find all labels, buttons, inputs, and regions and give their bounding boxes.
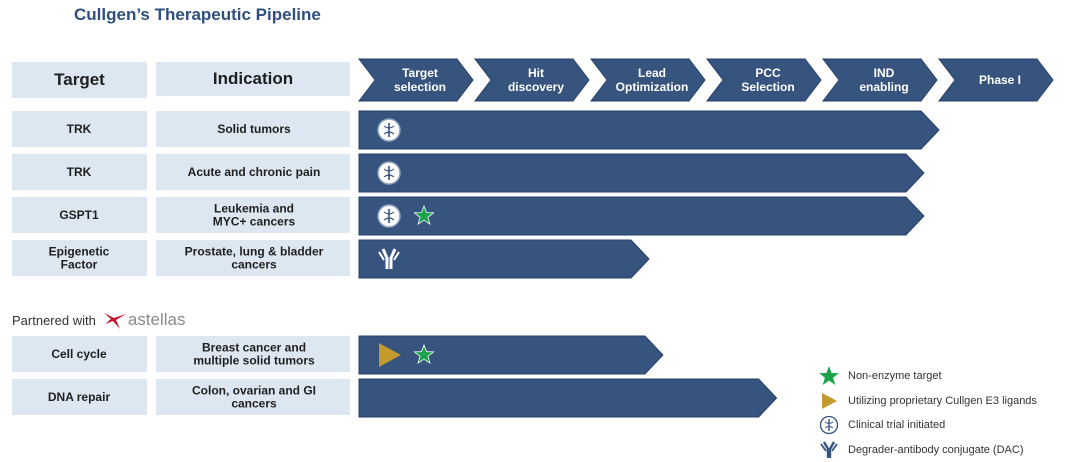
target-column-header: Target [12,62,147,98]
star-icon [819,366,839,385]
indication-column-header: Indication [156,62,350,96]
page-title: Cullgen’s Therapeutic Pipeline [74,5,321,24]
progress-bar [358,239,650,279]
target-label: DNA repair [48,390,111,404]
triangle-icon [379,343,401,367]
indication-cell [156,197,350,233]
astellas-star-icon [103,313,126,329]
clinical-trial-icon [819,415,839,435]
progress-bar [358,153,925,193]
antibody-icon [381,248,397,269]
progress-bar [358,335,664,375]
target-cell [12,240,147,276]
clinical-trial-icon-snake [383,168,395,178]
target-cell [12,336,147,372]
partner-name: astellas [127,310,186,329]
target-cell [12,379,147,415]
target-cell [12,111,147,147]
target-cell [12,197,147,233]
stage-chevron [937,58,1054,102]
stage-chevron [705,58,822,102]
stage-chevron [589,58,706,102]
progress-bar [358,378,778,418]
star-icon [413,343,435,365]
target-label: TRK [67,165,92,179]
indication-label: Solid tumors [217,122,291,136]
legend-label: Degrader-antibody conjugate (DAC) [848,444,1024,456]
stage-chevron [357,58,474,102]
antibody-icon-arms [378,251,400,261]
indication-cell [156,111,350,147]
triangle-icon [822,393,837,409]
partner-row: Partnered with astellas [12,310,185,330]
astellas-logo: astellas [102,310,186,330]
clinical-trial-icon-snake [383,125,395,135]
stage-label: Phase I [979,73,1021,87]
legend-label: Non-enzyme target [848,370,942,382]
legend-label: Clinical trial initiated [848,419,946,431]
target-cell [12,154,147,190]
indication-cell [156,154,350,190]
indication-cell [156,240,350,276]
antibody-icon [820,441,838,458]
legend-item-non-enzyme: Non-enzyme target [818,366,942,386]
star-icon [413,204,435,226]
target-label: GSPT1 [59,208,99,222]
legend-item-e3-ligand: Utilizing proprietary Cullgen E3 ligands [818,391,1037,411]
target-label: Cell cycle [51,347,107,361]
indication-cell [156,336,350,372]
clinical-trial-icon-snake [383,211,395,221]
legend-item-clinical-trial: Clinical trial initiated [818,415,945,435]
indication-label: Acute and chronic pain [188,165,321,179]
partner-label: Partnered with [12,312,96,328]
progress-bar [358,110,940,150]
stage-chevron [821,58,938,102]
target-label: TRK [67,122,92,136]
legend-label: Utilizing proprietary Cullgen E3 ligands [848,395,1037,407]
legend-item-dac: Degrader-antibody conjugate (DAC) [818,440,1023,460]
progress-bar [358,196,925,236]
stage-chevron [473,58,590,102]
indication-cell [156,379,350,415]
